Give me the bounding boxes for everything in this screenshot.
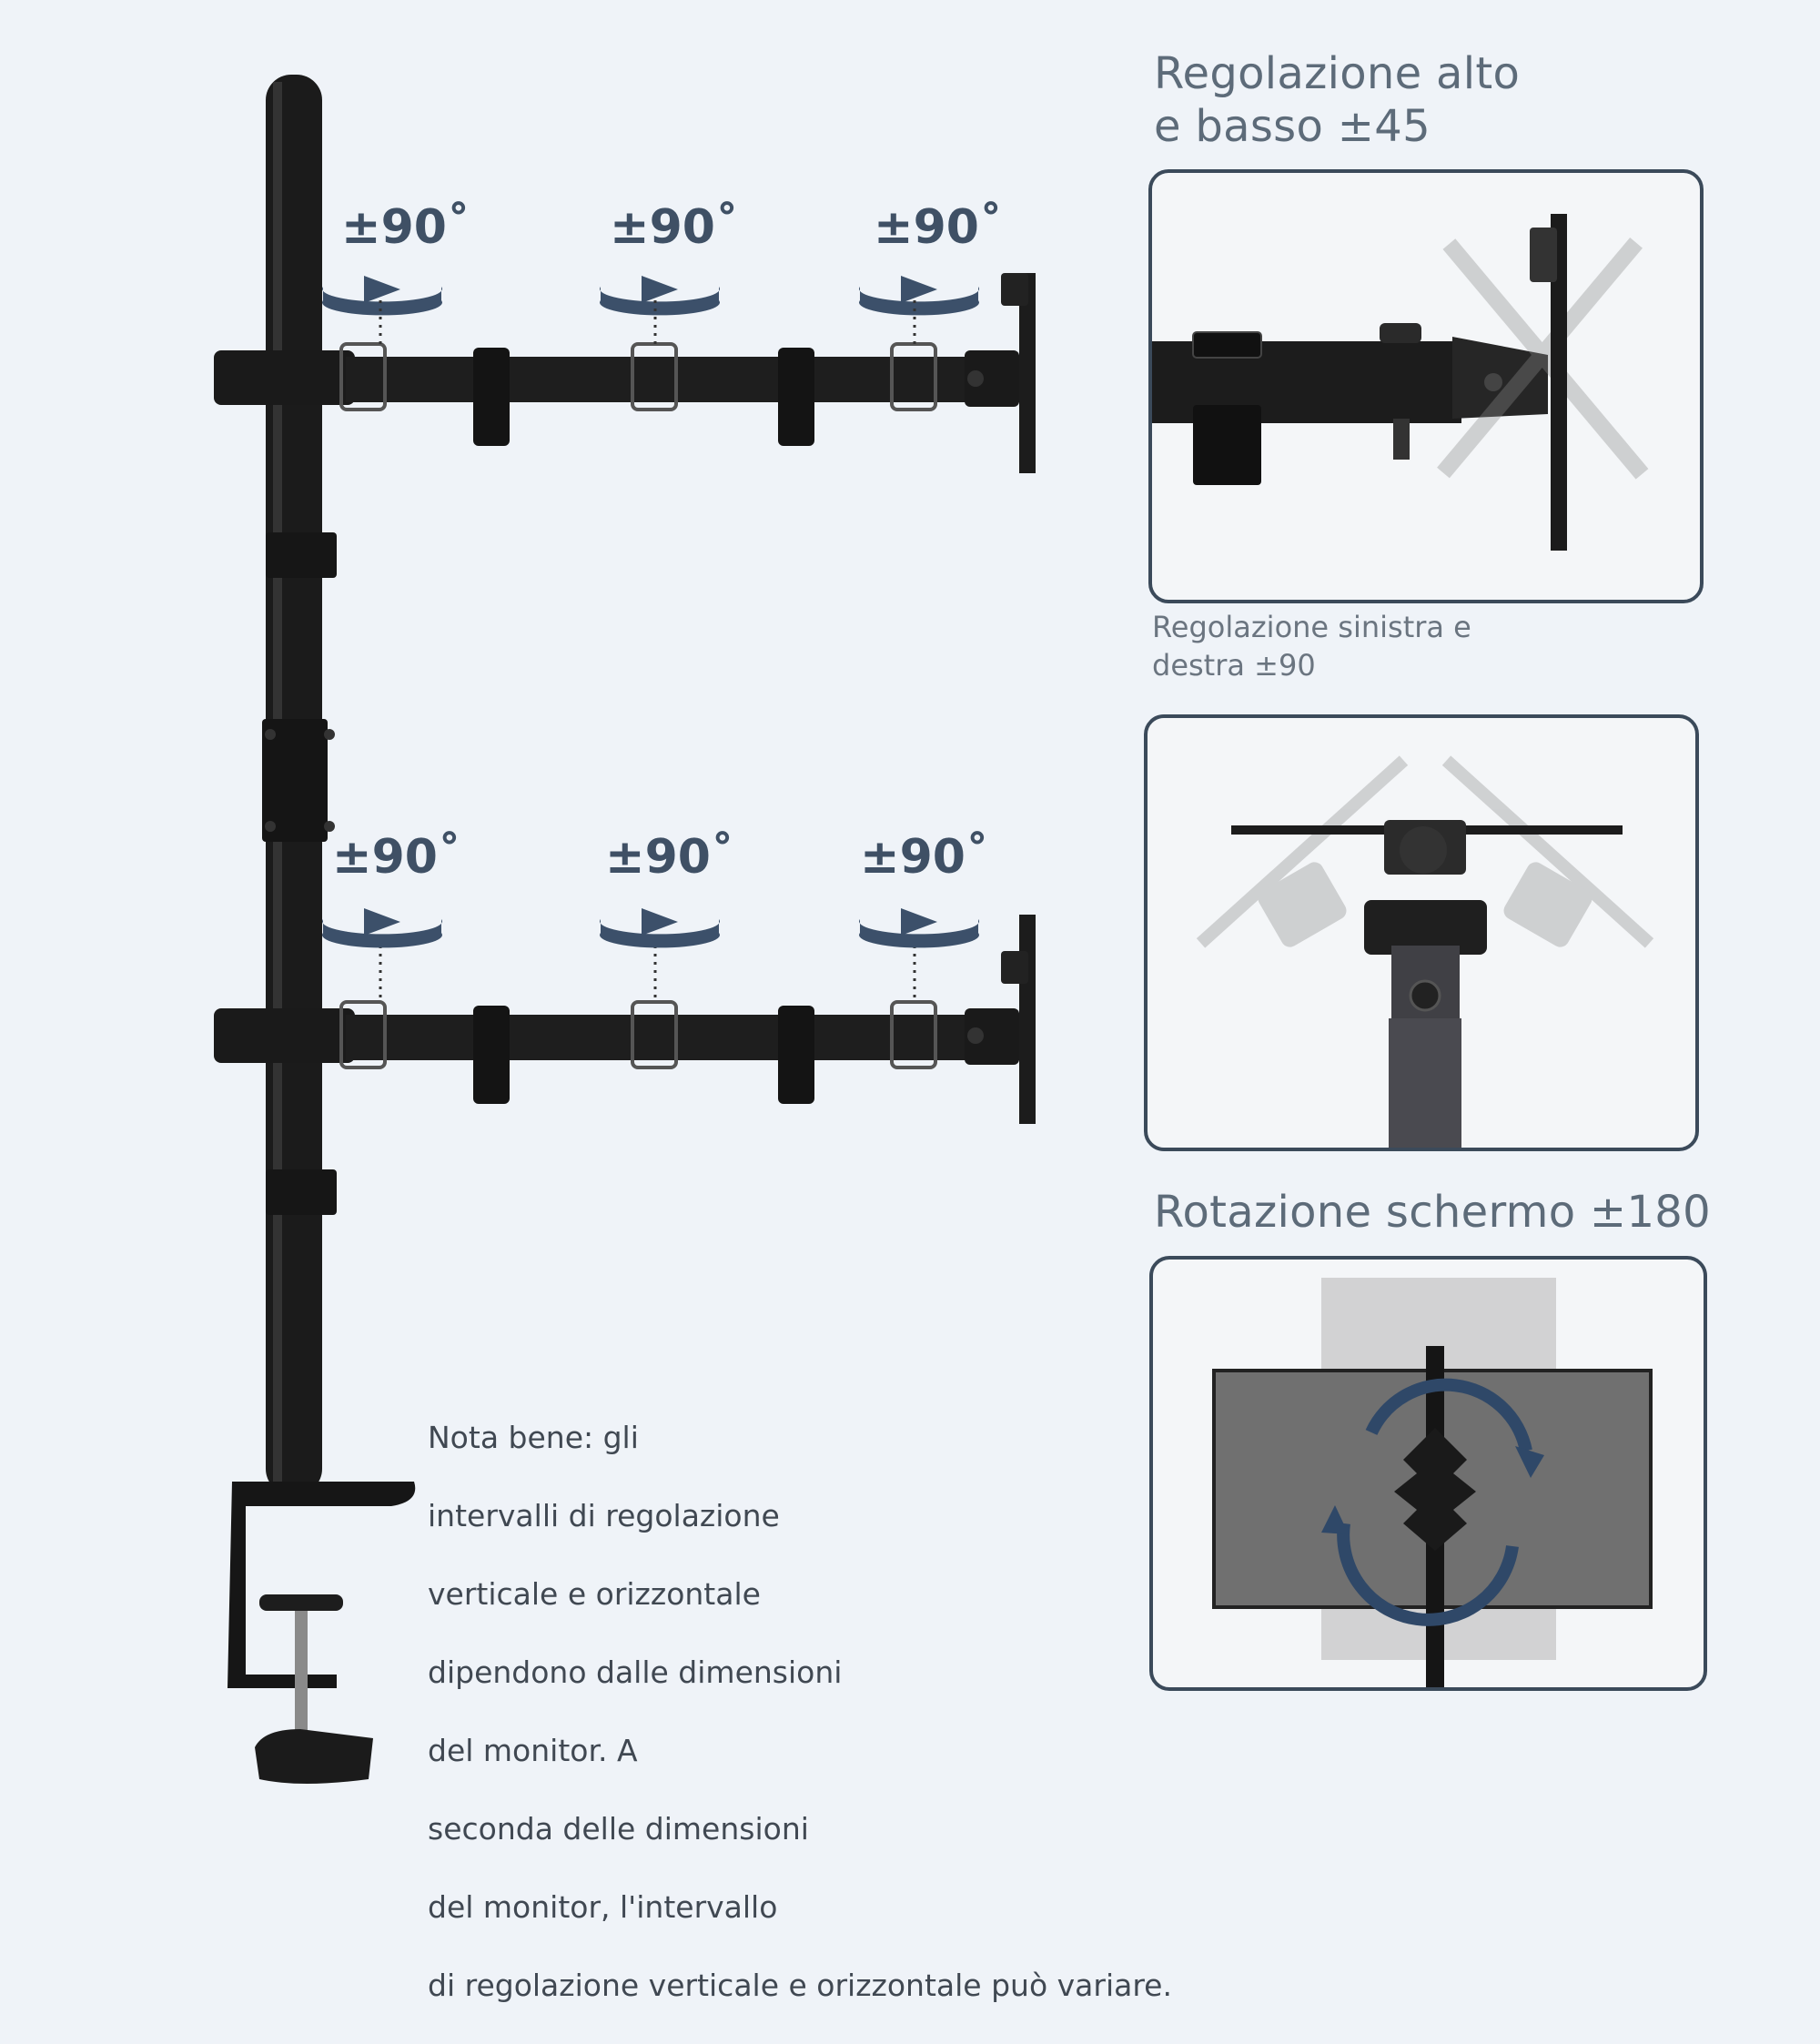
note-text: Nota bene: gli intervalli di regolazione… bbox=[428, 1420, 1172, 2003]
top-arm-label-3: ±90˚ bbox=[874, 200, 1003, 255]
pole-collar bbox=[262, 719, 328, 842]
monitor-mount-illustration bbox=[214, 75, 1036, 1784]
swivel-panel bbox=[1144, 714, 1699, 1151]
top-arm-label-1: ±90˚ bbox=[341, 200, 470, 255]
tilt-title: Regolazione alto e basso ±45 bbox=[1154, 48, 1521, 152]
pole-collar bbox=[266, 532, 337, 578]
top-rotate-arrows bbox=[321, 276, 979, 316]
tilt-panel bbox=[1148, 169, 1704, 603]
bottom-arm-label-1: ±90˚ bbox=[332, 830, 461, 885]
swivel-title: Regolazione sinistra e destra ±90 bbox=[1152, 610, 1471, 683]
desk-clamp bbox=[228, 1482, 416, 1784]
top-arm-label-2: ±90˚ bbox=[610, 200, 739, 255]
top-arm bbox=[214, 273, 1036, 473]
bottom-arm-label-2: ±90˚ bbox=[605, 830, 734, 885]
pole-collar bbox=[266, 1169, 337, 1215]
rotation-title: Rotazione schermo ±180 bbox=[1154, 1187, 1711, 1238]
bottom-arm-label-3: ±90˚ bbox=[860, 830, 989, 885]
bottom-arm bbox=[214, 915, 1036, 1124]
bottom-rotate-arrows bbox=[321, 908, 979, 948]
rotation-panel bbox=[1149, 1256, 1707, 1691]
